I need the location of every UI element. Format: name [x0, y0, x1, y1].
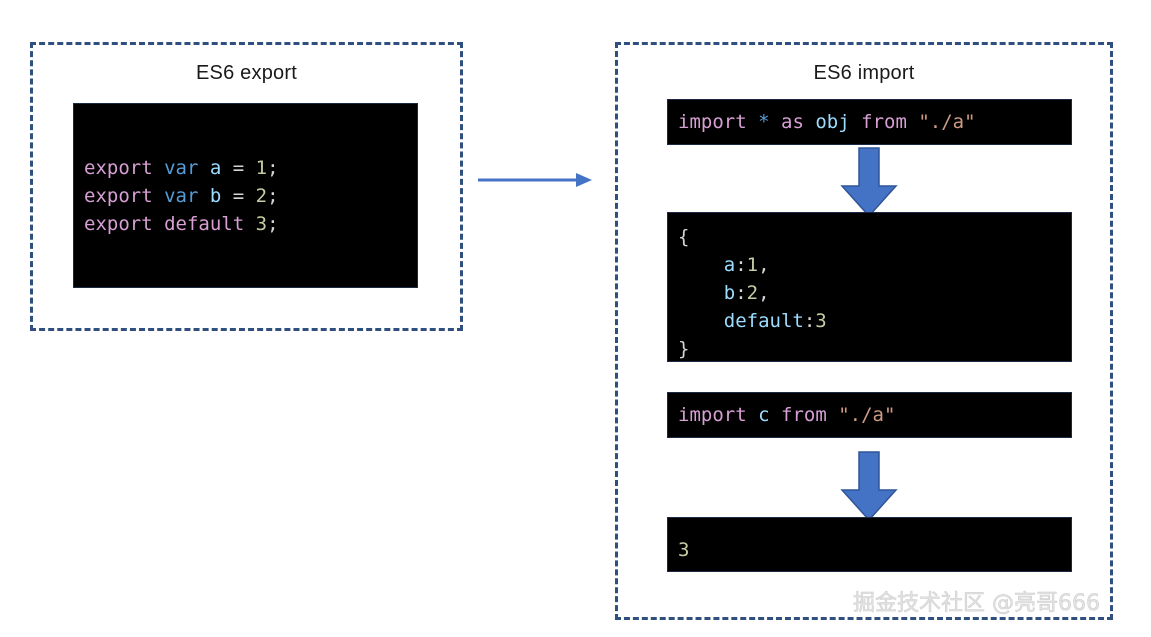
code-token-punct [907, 111, 918, 133]
code-token-keyword: from [861, 111, 907, 133]
code-token-num: 2 [255, 185, 268, 207]
code-token-keyword: export [84, 157, 153, 179]
code-token-punct [804, 111, 815, 133]
code-line: b:2, [678, 279, 827, 307]
code-token-string: "./a" [838, 404, 896, 426]
code-token-punct: ; [267, 157, 279, 179]
code-token-keyword: as [781, 111, 804, 133]
code-token-punct: = [221, 157, 256, 179]
code-token-num: 2 [746, 282, 759, 304]
code-token-punct [747, 111, 758, 133]
right-arrow-icon [478, 170, 593, 190]
code-token-punct [747, 404, 758, 426]
code-token-punct [153, 213, 164, 235]
code-token-punct: ; [267, 213, 279, 235]
code-line: a:1, [678, 251, 827, 279]
code-token-punct [244, 213, 255, 235]
code-token-string: "./a" [918, 111, 976, 133]
code-token-ident: b [723, 282, 736, 304]
code-token-num: 3 [815, 310, 827, 332]
code-line: export var b = 2; [84, 182, 279, 210]
code-line: default:3 [678, 307, 827, 335]
code-token-ident: a [209, 157, 222, 179]
panel-import-title: ES6 import [813, 62, 915, 84]
code-token-num: 3 [255, 213, 268, 235]
code-token-punct [678, 282, 724, 304]
code-block-namespace-object-content: { a:1, b:2, default:3} [678, 223, 827, 361]
code-block-namespace-object: { a:1, b:2, default:3} [667, 212, 1072, 362]
code-token-num: 1 [255, 157, 268, 179]
code-token-keyword: export [84, 185, 153, 207]
code-block-import-default-content: import c from "./a" [678, 401, 895, 429]
code-block-import-namespace-content: import * as obj from "./a" [678, 108, 976, 136]
code-block-import-default: import c from "./a" [667, 392, 1072, 438]
code-token-keyword: export [84, 213, 153, 235]
panel-export-title: ES6 export [196, 62, 297, 84]
code-token-star: * [758, 111, 770, 133]
code-token-var: var [164, 157, 199, 179]
code-token-punct: } [678, 338, 690, 360]
code-block-import-namespace: import * as obj from "./a" [667, 99, 1072, 145]
code-token-punct: = [221, 185, 256, 207]
code-token-keyword: from [781, 404, 827, 426]
code-token-num: 3 [678, 539, 690, 561]
code-token-punct: , [758, 254, 770, 276]
code-token-ident: c [758, 404, 770, 426]
code-token-punct [850, 111, 861, 133]
code-token-ident: obj [815, 111, 850, 133]
code-line: export default 3; [84, 210, 279, 238]
code-token-punct: { [678, 226, 690, 248]
code-token-punct [827, 404, 838, 426]
code-token-ident: default [723, 310, 804, 332]
code-line: 3 [678, 536, 689, 564]
code-token-punct [198, 185, 209, 207]
code-token-punct: , [758, 282, 770, 304]
code-block-es6-export-content: export var a = 1;export var b = 2;export… [84, 154, 279, 238]
code-token-ident: a [723, 254, 736, 276]
code-token-keyword: default [164, 213, 245, 235]
code-token-ident: b [209, 185, 222, 207]
code-token-punct [153, 157, 164, 179]
watermark-text: 掘金技术社区 @亮哥666 [853, 591, 1101, 617]
down-block-arrow-icon [838, 146, 900, 218]
code-token-keyword: import [678, 111, 747, 133]
code-token-punct [678, 254, 724, 276]
code-token-punct [770, 404, 781, 426]
code-block-es6-export: export var a = 1;export var b = 2;export… [73, 103, 418, 288]
code-line: { [678, 223, 827, 251]
code-token-punct: : [735, 254, 747, 276]
code-line: import c from "./a" [678, 401, 895, 429]
code-token-num: 1 [746, 254, 759, 276]
code-block-default-value-result-content: 3 [678, 536, 689, 564]
code-token-punct [770, 111, 781, 133]
code-token-punct: ; [267, 185, 279, 207]
code-line: import * as obj from "./a" [678, 108, 976, 136]
code-token-var: var [164, 185, 199, 207]
code-token-punct [153, 185, 164, 207]
code-token-keyword: import [678, 404, 747, 426]
code-line: } [678, 335, 827, 361]
code-token-punct [198, 157, 209, 179]
code-token-punct: : [803, 310, 816, 332]
code-line: export var a = 1; [84, 154, 279, 182]
code-token-punct: : [735, 282, 747, 304]
code-token-punct [678, 310, 724, 332]
down-block-arrow-icon [838, 450, 900, 522]
code-block-default-value-result: 3 [667, 517, 1072, 572]
